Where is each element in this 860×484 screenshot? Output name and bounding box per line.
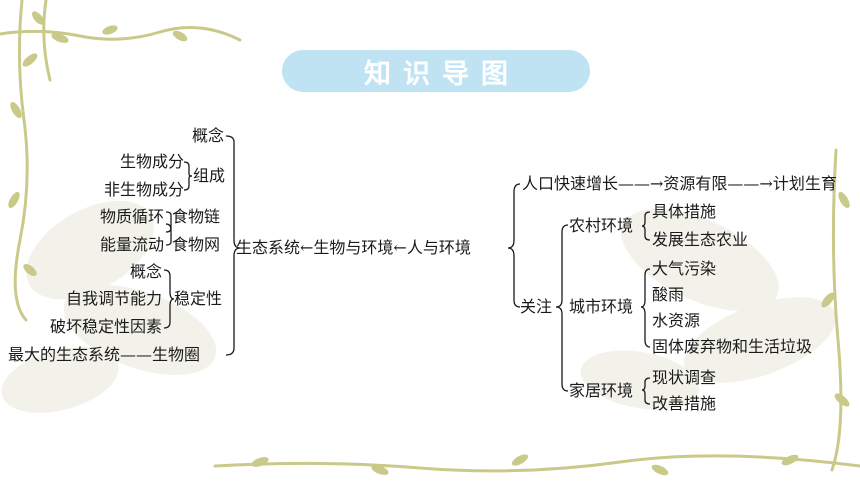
node-stability-concept: 概念 (129, 262, 162, 281)
node-components: 组成 (193, 166, 226, 185)
node-rural-measures: 具体措施 (652, 202, 717, 221)
node-status-survey: 现状调查 (652, 368, 717, 387)
node-concept: 概念 (192, 126, 225, 145)
node-energy-flow: 能量流动 (99, 235, 164, 254)
bracket-urban (640, 268, 651, 348)
node-self-regulation: 自我调节能力 (65, 289, 162, 308)
bracket-food-chain (165, 211, 172, 233)
node-rural: 农村环境 (569, 216, 634, 235)
bracket-rural (641, 211, 651, 241)
vine-bottom (213, 454, 860, 473)
bracket-main-left (225, 135, 241, 356)
page-title: 知识导图 (364, 58, 520, 90)
node-acid-rain: 酸雨 (652, 285, 685, 304)
node-food-chain: 食物链 (172, 207, 221, 226)
bracket-components (183, 161, 193, 191)
vine-left (13, 0, 29, 322)
node-abiotic-component: 非生物成分 (103, 180, 184, 199)
bracket-attention (555, 224, 569, 392)
node-material-cycle: 物质循环 (99, 207, 164, 226)
node-center-chain: 生态系统←生物与环境←人与环境 (236, 238, 471, 257)
node-population: 人口快速增长——→资源有限——→计划生育 (522, 174, 837, 193)
vine-right (830, 148, 843, 472)
node-air-pollution: 大气污染 (652, 259, 717, 278)
node-eco-agriculture: 发展生态农业 (652, 230, 749, 249)
node-solid-waste: 固体废弃物和生活垃圾 (652, 337, 813, 356)
node-improvement: 改善措施 (652, 394, 717, 413)
node-biotic-component: 生物成分 (119, 152, 184, 171)
bracket-stability (163, 269, 175, 329)
bracket-home (641, 377, 651, 405)
node-water-resources: 水资源 (652, 311, 701, 330)
bracket-main-right (507, 183, 521, 308)
node-home: 家居环境 (569, 381, 634, 400)
node-food-web: 食物网 (172, 235, 221, 254)
title-banner: 知识导图 (282, 50, 590, 92)
bracket-food-web (165, 223, 172, 246)
node-attention: 关注 (520, 297, 553, 316)
node-biosphere: 最大的生态系统——生物圈 (8, 345, 201, 364)
node-stability: 稳定性 (174, 289, 223, 308)
node-urban: 城市环境 (569, 297, 634, 316)
node-destabilizing-factors: 破坏稳定性因素 (49, 317, 162, 336)
vine-top-stem (42, 0, 52, 82)
